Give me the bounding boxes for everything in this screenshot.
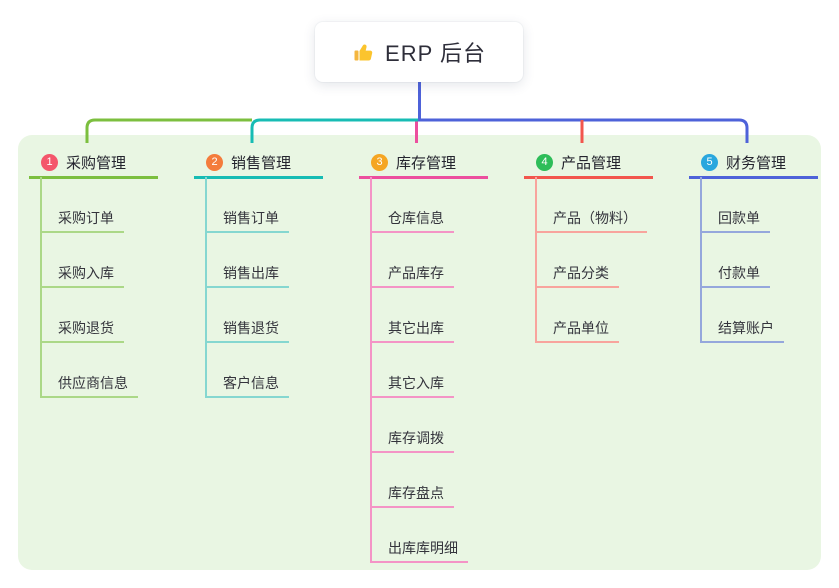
branch-label: 采购管理: [66, 155, 127, 172]
child-node[interactable]: 产品（物料）: [535, 205, 647, 233]
child-node[interactable]: 回款单: [700, 205, 770, 233]
branch-header-3[interactable]: 3 库存管理: [359, 149, 488, 179]
branch-label: 库存管理: [396, 155, 457, 172]
branch-header-2[interactable]: 2 销售管理: [194, 149, 323, 179]
thumbs-up-icon: [352, 40, 376, 64]
child-node[interactable]: 库存盘点: [370, 480, 454, 508]
child-node[interactable]: 产品分类: [535, 260, 619, 288]
child-node[interactable]: 产品单位: [535, 315, 619, 343]
branch-number-badge: 1: [41, 154, 58, 171]
branch-number-badge: 5: [701, 154, 718, 171]
child-node[interactable]: 销售出库: [205, 260, 289, 288]
branch-child-line: [370, 177, 372, 563]
child-node[interactable]: 出库库明细: [370, 535, 468, 563]
child-node[interactable]: 产品库存: [370, 260, 454, 288]
branch-header-1[interactable]: 1 采购管理: [29, 149, 158, 179]
child-node[interactable]: 客户信息: [205, 370, 289, 398]
branch-label: 财务管理: [726, 155, 787, 172]
branch-label: 产品管理: [561, 155, 622, 172]
child-node[interactable]: 库存调拨: [370, 425, 454, 453]
child-node[interactable]: 采购订单: [40, 205, 124, 233]
branch-number-badge: 2: [206, 154, 223, 171]
branch-number-badge: 3: [371, 154, 388, 171]
child-node[interactable]: 付款单: [700, 260, 770, 288]
branch-number-badge: 4: [536, 154, 553, 171]
branch-label: 销售管理: [231, 155, 292, 172]
branch-child-line: [535, 177, 537, 343]
child-node[interactable]: 其它入库: [370, 370, 454, 398]
mindmap-panel: [18, 135, 821, 570]
root-label: ERP 后台: [385, 41, 486, 66]
branch-header-4[interactable]: 4 产品管理: [524, 149, 653, 179]
child-node[interactable]: 销售订单: [205, 205, 289, 233]
child-node[interactable]: 采购入库: [40, 260, 124, 288]
branch-child-line: [700, 177, 702, 343]
child-node[interactable]: 销售退货: [205, 315, 289, 343]
child-node[interactable]: 其它出库: [370, 315, 454, 343]
child-node[interactable]: 结算账户: [700, 315, 784, 343]
child-node[interactable]: 供应商信息: [40, 370, 138, 398]
connector-branch-5-and-root: [418, 82, 749, 143]
child-node[interactable]: 采购退货: [40, 315, 124, 343]
branch-header-5[interactable]: 5 财务管理: [689, 149, 818, 179]
child-node[interactable]: 仓库信息: [370, 205, 454, 233]
root-node[interactable]: ERP 后台: [315, 22, 523, 82]
